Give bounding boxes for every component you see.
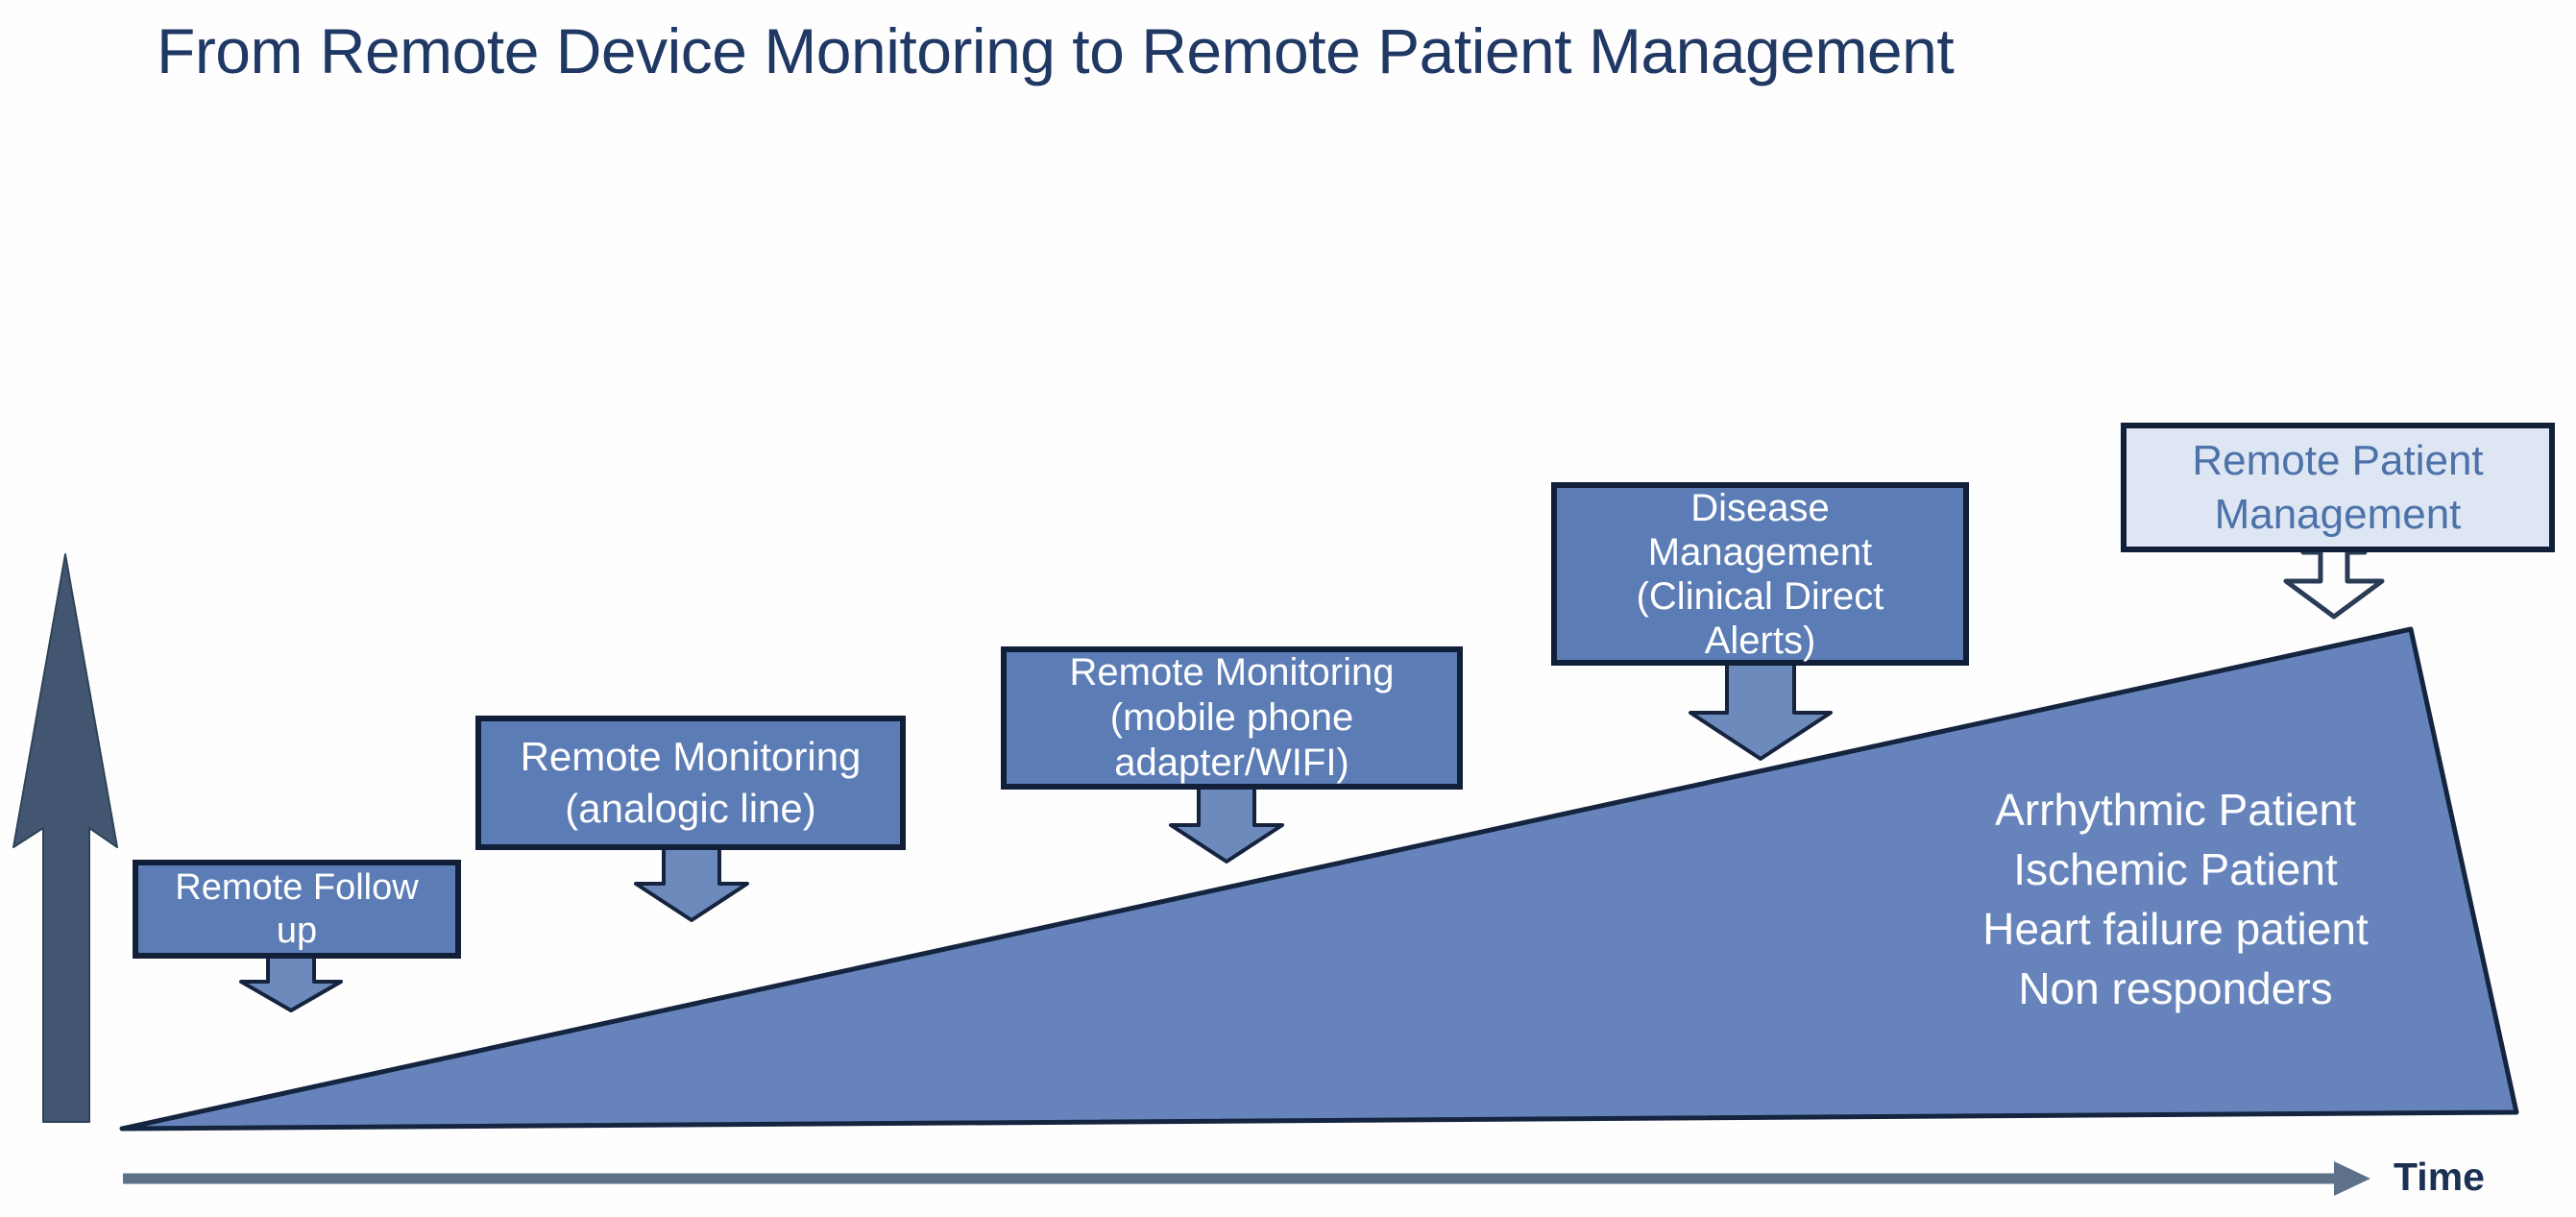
up-arrow-icon (12, 553, 118, 1123)
stage-box-remote-monitoring-analogic: Remote Monitoring (analogic line) (475, 716, 906, 850)
stage-box-label: Remote Monitoring (mobile phone adapter/… (1069, 651, 1395, 784)
stage-box-label: Remote Patient Management (2192, 436, 2484, 538)
growth-triangle (119, 626, 2519, 1132)
stage-box-label: Remote Monitoring (analogic line) (520, 734, 862, 831)
down-arrow-icon (1689, 662, 1833, 761)
stage-box-label: Disease Management (Clinical Direct Aler… (1636, 486, 1884, 662)
down-arrow-icon (239, 954, 343, 1012)
stage-box-remote-patient-management: Remote Patient Management (2121, 423, 2555, 552)
stage-box-label: Remote Follow up (175, 866, 419, 951)
down-arrow-icon (634, 846, 749, 922)
patient-categories-label: Arrhythmic Patient Ischemic Patient Hear… (1982, 785, 2369, 1013)
slide-title: From Remote Device Monitoring to Remote … (157, 15, 1955, 86)
time-axis-label: Time (2394, 1155, 2485, 1199)
stage-box-remote-follow-up: Remote Follow up (133, 860, 461, 959)
time-axis-arrowhead-icon (2334, 1161, 2370, 1196)
down-arrow-icon (1169, 786, 1284, 864)
down-arrow-outline-icon (2283, 549, 2385, 620)
stage-box-remote-monitoring-mobile: Remote Monitoring (mobile phone adapter/… (1001, 646, 1463, 790)
stage-box-disease-management: Disease Management (Clinical Direct Aler… (1551, 482, 1969, 666)
